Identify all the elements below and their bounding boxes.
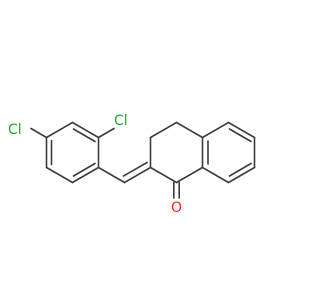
- bond: [228, 162, 252, 177]
- chlorine-label-para: Cl: [8, 122, 22, 138]
- bond: [71, 166, 100, 184]
- bond-layer: [30, 121, 256, 199]
- bond: [149, 121, 178, 139]
- bond: [71, 121, 100, 139]
- bond: [149, 166, 178, 184]
- structure-canvas: Cl Cl O: [8, 113, 256, 216]
- bond: [122, 161, 148, 177]
- molecule-drawing: Cl Cl O: [8, 113, 256, 216]
- bond: [175, 166, 204, 184]
- bond: [45, 121, 74, 139]
- bond: [201, 166, 230, 184]
- bond: [123, 166, 152, 184]
- bond: [227, 166, 256, 184]
- bond: [227, 121, 256, 139]
- bond: [30, 127, 48, 139]
- bond: [201, 121, 230, 139]
- bond: [72, 162, 96, 177]
- bond: [228, 128, 252, 143]
- bond: [175, 121, 204, 139]
- bond: [97, 127, 115, 139]
- bond: [97, 166, 126, 184]
- bond: [45, 166, 74, 184]
- chlorine-label-ortho: Cl: [114, 113, 128, 129]
- bond: [72, 128, 96, 143]
- oxygen-label: O: [171, 200, 182, 216]
- atom-label-layer: Cl Cl O: [8, 113, 182, 216]
